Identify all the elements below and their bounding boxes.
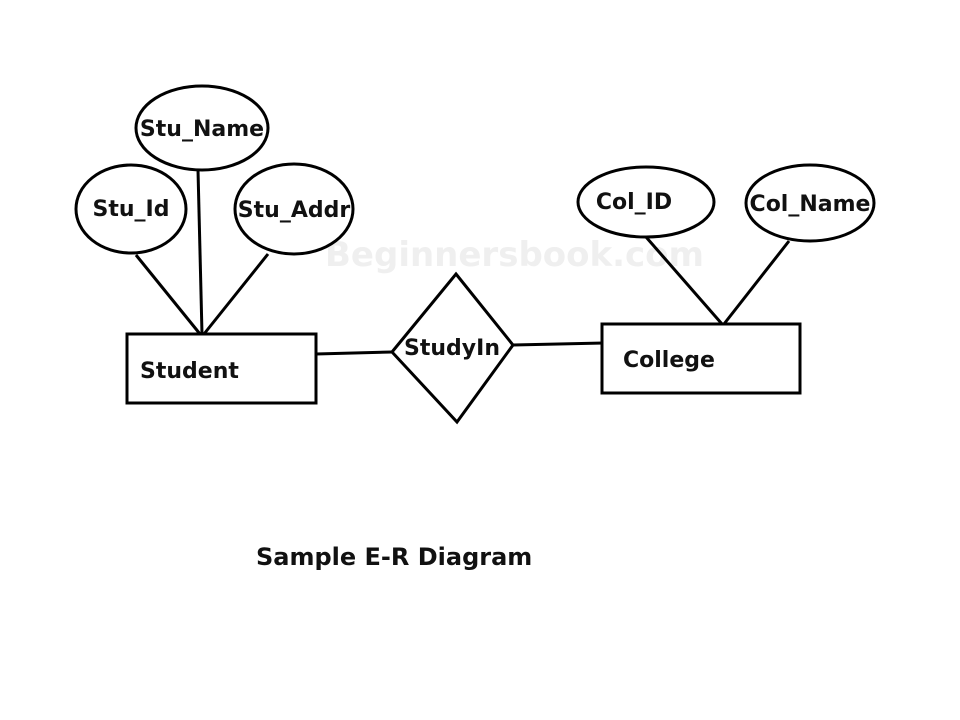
- attribute-stu-id: Stu_Id: [74, 163, 188, 255]
- edge-student-studyin: [315, 350, 393, 356]
- entity-college-label: College: [623, 348, 715, 373]
- watermark-text: Beginnersbook.com: [325, 235, 704, 275]
- attribute-col-id-label: Col_ID: [596, 190, 672, 215]
- edge-col-name-college: [722, 240, 791, 325]
- entity-student-label: Student: [140, 359, 239, 384]
- attribute-stu-addr: Stu_Addr: [233, 162, 355, 256]
- edge-col-id-college: [644, 236, 724, 325]
- edge-studyin-college: [512, 341, 605, 347]
- attribute-stu-name: Stu_Name: [134, 84, 270, 172]
- entity-student: Student: [125, 332, 318, 405]
- diagram-caption: Sample E-R Diagram: [256, 543, 532, 571]
- attribute-stu-addr-label: Stu_Addr: [238, 198, 351, 223]
- entity-college: College: [600, 322, 802, 395]
- relationship-studyin: StudyIn: [390, 271, 515, 425]
- edge-stu-name-student: [196, 169, 204, 335]
- attribute-col-id: Col_ID: [576, 165, 716, 239]
- attribute-col-name-label: Col_Name: [750, 192, 871, 217]
- edge-stu-addr-student: [202, 253, 270, 335]
- attribute-stu-name-label: Stu_Name: [140, 117, 264, 142]
- relationship-studyin-label: StudyIn: [404, 336, 500, 361]
- edge-stu-id-student: [134, 254, 202, 335]
- attribute-stu-id-label: Stu_Id: [93, 197, 170, 222]
- attribute-col-name: Col_Name: [744, 163, 876, 243]
